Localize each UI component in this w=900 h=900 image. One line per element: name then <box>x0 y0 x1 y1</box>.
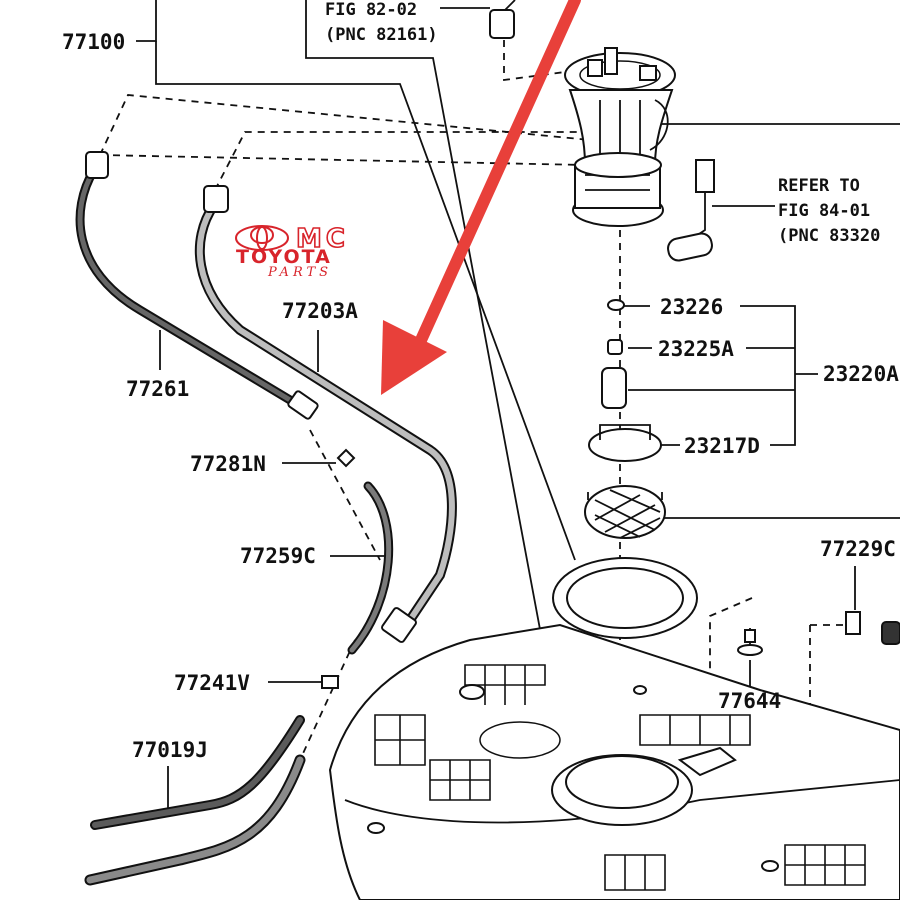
part-label-77100: 77100 <box>62 30 125 54</box>
bolt-77644 <box>737 628 763 656</box>
fuel-sender-gauge <box>667 159 715 262</box>
cushion-23225A <box>607 339 623 355</box>
connector-77203A-bottom <box>381 607 417 643</box>
brand-subtitle: PARTS <box>267 265 332 280</box>
part-label-23226: 23226 <box>660 295 723 319</box>
clip-77281N <box>336 448 356 468</box>
o-ring-23226 <box>607 299 625 311</box>
part-label-77241V: 77241V <box>174 671 250 695</box>
part-label-23220A: 23220A <box>823 362 899 386</box>
part-label-77203A: 77203A <box>282 299 358 323</box>
connector-77261-top <box>85 151 109 179</box>
clamp-77241V <box>321 675 339 689</box>
filter-23217D <box>588 428 662 462</box>
part-label-77229C: 77229C <box>820 537 896 561</box>
part-label-77019J: 77019J <box>132 738 208 762</box>
fitting-77229C <box>845 611 900 645</box>
toyota-emblem-icon <box>235 225 289 251</box>
connector-77261-bottom <box>287 390 319 420</box>
part-label-77259C: 77259C <box>240 544 316 568</box>
reference-fig-82-02-line1: FIG 82-02 <box>325 0 417 20</box>
wire-connector-82161 <box>489 0 516 39</box>
fuel-tubes <box>75 151 457 886</box>
small-parts-stack <box>552 299 698 639</box>
gasket-ring <box>552 557 698 639</box>
fuel-tank <box>328 623 900 900</box>
reference-fig-84-01-line3: (PNC 83320 <box>778 226 880 246</box>
part-label-77281N: 77281N <box>190 452 266 476</box>
reference-fig-82-02: FIG 82-02 (PNC 82161) <box>325 0 438 45</box>
part-label-23217D: 23217D <box>684 434 760 458</box>
reference-fig-84-01-line2: FIG 84-01 <box>778 201 870 221</box>
fuel-pump-23220A <box>601 367 627 409</box>
brand-name: TOYOTA <box>236 246 332 268</box>
reference-fig-84-01: REFER TO FIG 84-01 (PNC 83320 <box>778 176 880 246</box>
reference-fig-84-01-line1: REFER TO <box>778 176 860 196</box>
part-labels: 77100 77203A 77261 77281N 77259C 77241V … <box>62 30 899 762</box>
connector-77203A-top <box>203 185 229 213</box>
brand-watermark: MC TOYOTA PARTS <box>235 223 349 280</box>
fuel-pump-module <box>564 47 676 227</box>
pointer-arrow <box>381 0 581 395</box>
leader-lines <box>136 0 900 812</box>
tank-opening <box>551 754 693 826</box>
brand-logo-letters: MC <box>296 224 349 254</box>
reference-fig-82-02-line2: (PNC 82161) <box>325 25 438 45</box>
part-label-23225A: 23225A <box>658 337 734 361</box>
part-label-77644: 77644 <box>718 689 781 713</box>
part-label-77261: 77261 <box>126 377 189 401</box>
